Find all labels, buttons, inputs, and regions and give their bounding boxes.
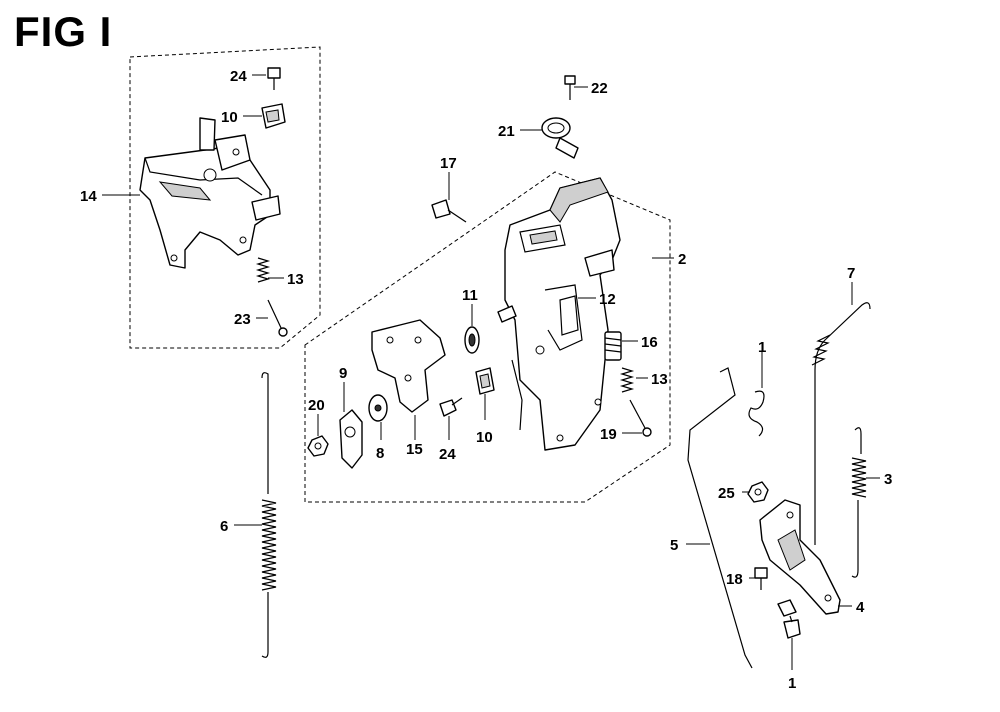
callout-24-upper: 24 <box>230 68 247 85</box>
callout-16: 16 <box>641 334 658 351</box>
screw-18 <box>754 567 768 590</box>
cable-clamp-21 <box>541 117 579 159</box>
washer-11 <box>464 326 480 354</box>
spring-13-upper <box>255 257 271 283</box>
spring-3 <box>851 427 867 578</box>
callout-21: 21 <box>498 123 515 140</box>
callout-23: 23 <box>234 311 251 328</box>
callout-2: 2 <box>678 251 686 268</box>
bolt-24-lower <box>439 397 463 417</box>
bolt-19 <box>629 399 652 437</box>
callout-15: 15 <box>406 441 423 458</box>
screw-23 <box>267 299 288 337</box>
spring-13-lower <box>619 367 635 393</box>
callout-10-upper: 10 <box>221 109 238 126</box>
bracket-14 <box>139 117 281 269</box>
cable-7 <box>811 302 871 545</box>
callout-22: 22 <box>591 80 608 97</box>
clip-10-upper <box>261 103 286 129</box>
callout-11: 11 <box>462 287 478 304</box>
washer-8 <box>368 394 388 422</box>
group-outline-bracket-14 <box>129 46 321 349</box>
callout-4: 4 <box>856 599 865 616</box>
callout-19: 19 <box>600 426 617 443</box>
callout-7: 7 <box>847 265 855 282</box>
callout-24-lower: 24 <box>439 446 456 463</box>
spring-16 <box>604 331 622 361</box>
callout-8: 8 <box>376 445 384 462</box>
control-base-2 <box>497 177 621 451</box>
plate-15 <box>371 319 446 413</box>
screw-22 <box>564 75 576 100</box>
clip-10-lower <box>475 367 495 395</box>
callout-1-upper: 1 <box>758 339 766 356</box>
nut-20 <box>307 435 329 457</box>
clip-1-upper <box>748 390 765 437</box>
callout-25: 25 <box>718 485 735 502</box>
callout-6: 6 <box>220 518 228 535</box>
callout-20: 20 <box>308 397 325 414</box>
spring-6 <box>261 372 277 658</box>
lever-9 <box>339 409 363 469</box>
rod-5 <box>687 367 753 669</box>
leader-lines <box>102 74 880 670</box>
bolt-17 <box>431 199 467 223</box>
callout-labels: 24 10 14 13 23 22 21 17 2 11 12 16 13 19… <box>80 68 892 692</box>
callout-14: 14 <box>80 188 97 205</box>
callout-9: 9 <box>339 365 347 382</box>
figure-title: FIG I <box>14 8 113 55</box>
callout-17: 17 <box>440 155 457 172</box>
callout-13-upper: 13 <box>287 271 304 288</box>
clip-1-lower <box>777 599 801 639</box>
callout-1-lower: 1 <box>788 675 796 692</box>
bolt-24-upper <box>267 67 281 90</box>
callout-12: 12 <box>599 291 616 308</box>
callout-10-lower: 10 <box>476 429 493 446</box>
group-outline-control-base-2 <box>304 171 671 503</box>
callout-18: 18 <box>726 571 743 588</box>
callout-5: 5 <box>670 537 678 554</box>
callout-13-lower: 13 <box>651 371 668 388</box>
callout-3: 3 <box>884 471 892 488</box>
lever-4 <box>759 499 841 615</box>
nut-25 <box>747 481 769 503</box>
